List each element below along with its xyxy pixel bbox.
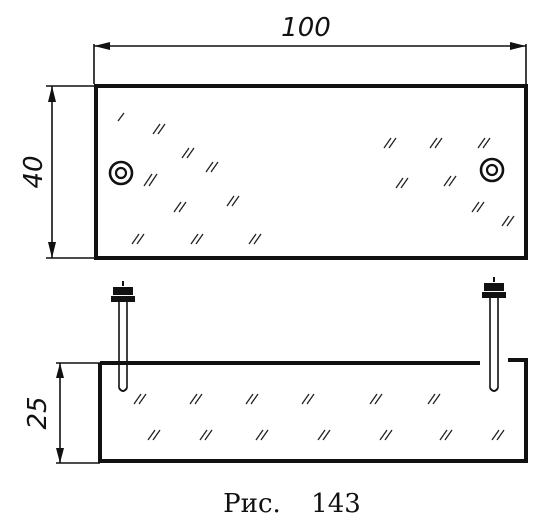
figure-caption-prefix: Рис. xyxy=(223,489,281,519)
height-label: 40 xyxy=(19,155,49,188)
depth-label: 25 xyxy=(23,396,53,429)
top-view-plate xyxy=(94,84,528,260)
width-arrow-left xyxy=(94,42,110,50)
plate-outline xyxy=(94,84,528,260)
height-dimension: 40 xyxy=(19,85,94,259)
glass-hatch-marks-top xyxy=(117,112,515,245)
side-view-block xyxy=(98,358,528,463)
glass-hatch-marks-side xyxy=(133,393,505,441)
bolt-left xyxy=(111,281,135,392)
width-dimension: 100 xyxy=(93,13,527,84)
width-arrow-right xyxy=(510,42,526,50)
depth-dimension: 25 xyxy=(23,362,100,464)
height-arrow-top xyxy=(48,86,56,102)
block-outline xyxy=(98,358,528,463)
figure-caption-number: 143 xyxy=(311,489,361,519)
hole-right xyxy=(479,157,505,183)
depth-arrow-bottom xyxy=(56,448,64,463)
width-label: 100 xyxy=(281,13,331,43)
hole-left xyxy=(108,160,134,186)
depth-arrow-top xyxy=(56,363,64,378)
height-arrow-bottom xyxy=(48,242,56,258)
bolt-right xyxy=(482,277,506,392)
